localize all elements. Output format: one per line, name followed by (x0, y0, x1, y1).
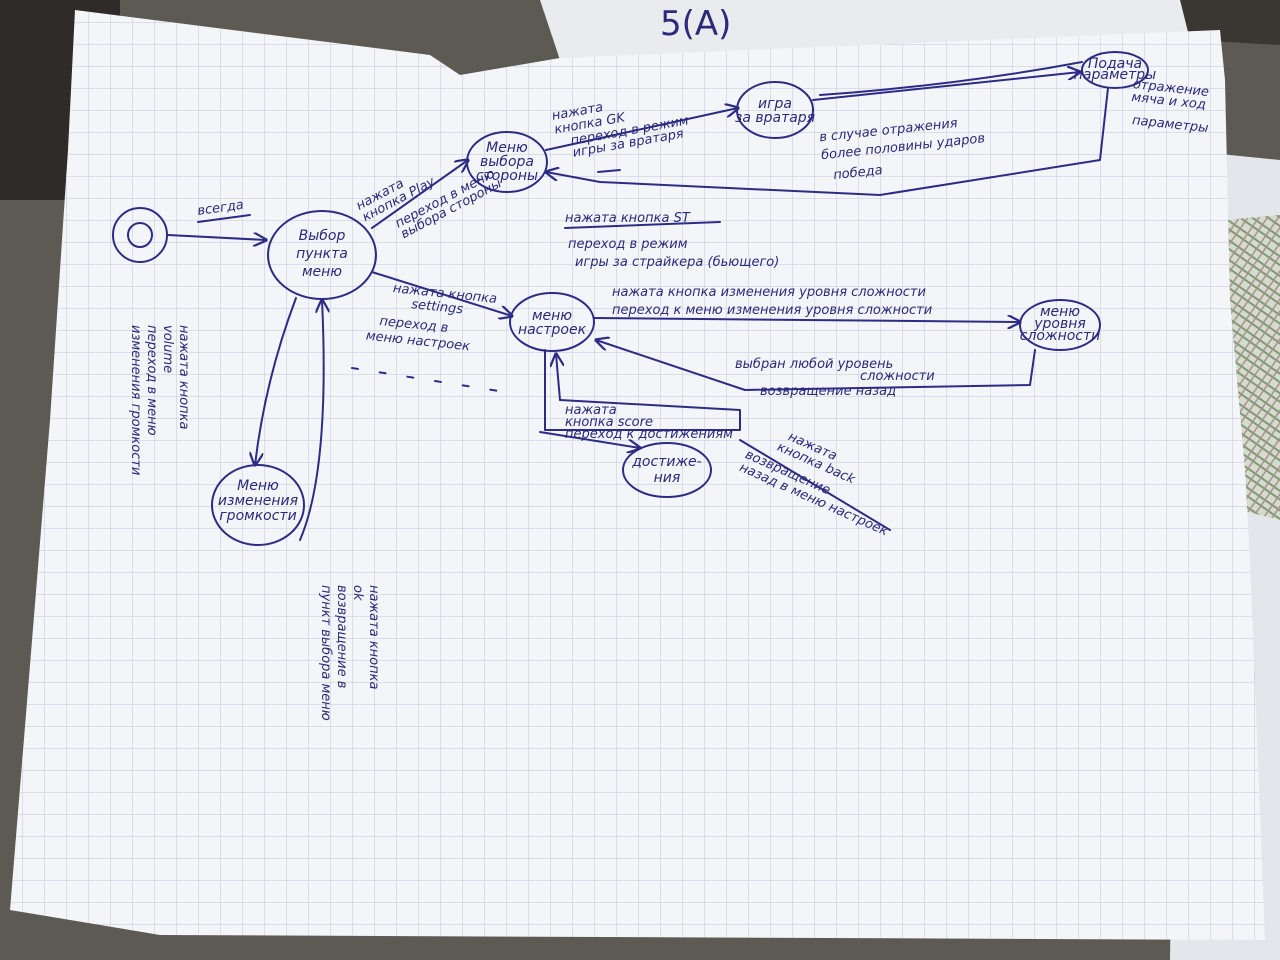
volume-edge-label-2: volume (160, 325, 175, 373)
edge-difficulty-change: нажата кнопка изменения уровня сложности… (593, 285, 1020, 322)
main-menu-line-1: Выбор (299, 228, 346, 244)
background-scribble: 5(A) (660, 4, 731, 44)
difficulty-line-1: меню (1040, 304, 1080, 320)
volume-line-3: громкости (219, 508, 296, 524)
ok-label-4: пункт выбора меню (318, 585, 333, 721)
settings-edge-label-2: settings (411, 297, 464, 317)
settings-edge-label-3: переход в (379, 314, 449, 336)
st-label-1: нажата кнопка ST (565, 211, 691, 226)
game-node-line-1: игра (758, 96, 792, 112)
node-difficulty-menu: меню уровня сложности (1019, 299, 1101, 351)
edge-score: нажата кнопка score переход к достижения… (539, 349, 741, 448)
params-line-2: параметры (1074, 67, 1156, 83)
volume-line-2: изменения (218, 493, 298, 509)
ok-label-3: возвращение в (334, 585, 349, 688)
side-menu-line-1: Меню (486, 140, 528, 156)
edge-difficulty-back: выбран любой уровень сложности возвращен… (596, 340, 1036, 399)
params-line-1: Подача (1088, 56, 1142, 72)
volume-edge-label-1: нажата кнопка (176, 325, 191, 429)
node-side-select-menu: Меню выбора стороны (466, 131, 548, 193)
edge-start-to-main: всегда (167, 198, 266, 240)
node-settings-menu: меню настроек (509, 292, 595, 352)
edge-ok: нажата кнопка ok возвращение в пункт выб… (299, 300, 381, 721)
side-menu-line-2: выбора (480, 154, 534, 170)
node-achievements: достиже- ния (622, 442, 712, 498)
volume-edge-label-3: переход в меню (144, 325, 159, 436)
node-game-vs-computer: игра за вратаря (735, 81, 815, 139)
ok-label-2: ok (350, 585, 365, 601)
edge-volume: нажата кнопка volume переход в меню изме… (128, 297, 297, 475)
achievements-line-1: достиже- (631, 454, 701, 470)
diff-back-label-1: выбран любой уровень (735, 357, 893, 372)
paper-grid (10, 10, 1265, 940)
volume-line-1: Меню (237, 478, 279, 494)
volume-edge-label-4: изменения громкости (128, 325, 143, 475)
diff-back-label-3: возвращение назад (760, 384, 896, 399)
diff-change-label-2: переход к меню изменения уровня сложност… (612, 303, 932, 318)
diff-back-label-2: сложности (860, 369, 935, 384)
game-note-3: победа (833, 163, 884, 183)
diff-change-label-1: нажата кнопка изменения уровня сложности (612, 285, 926, 300)
node-main-menu: Выбор пункта меню (267, 210, 377, 300)
node-game-params: Подача параметры (1074, 51, 1156, 89)
ok-label-1: нажата кнопка (366, 585, 381, 689)
game-node-line-2: за вратаря (735, 110, 815, 126)
difficulty-line-3: сложности (1020, 328, 1101, 344)
score-label-2: кнопка score (565, 415, 653, 430)
st-label-2: переход в режим (568, 237, 688, 252)
settings-line-1: меню (532, 308, 572, 324)
main-menu-line-2: пункта (296, 246, 348, 262)
settings-line-2: настроек (518, 322, 587, 338)
side-menu-line-3: стороны (476, 168, 538, 184)
difficulty-line-2: уровня (1033, 316, 1086, 332)
main-menu-line-3: меню (302, 264, 342, 280)
node-volume-menu: Меню изменения громкости (211, 464, 305, 546)
st-label-3: игры за страйкера (бьющего) (575, 255, 779, 270)
achievements-line-2: ния (654, 470, 681, 486)
edge-st-note: нажата кнопка ST переход в режим игры за… (564, 169, 779, 270)
score-label-1: нажата (565, 403, 617, 418)
edge-start-label: всегда (196, 198, 244, 219)
score-label-3: переход к достижениям (565, 427, 733, 442)
